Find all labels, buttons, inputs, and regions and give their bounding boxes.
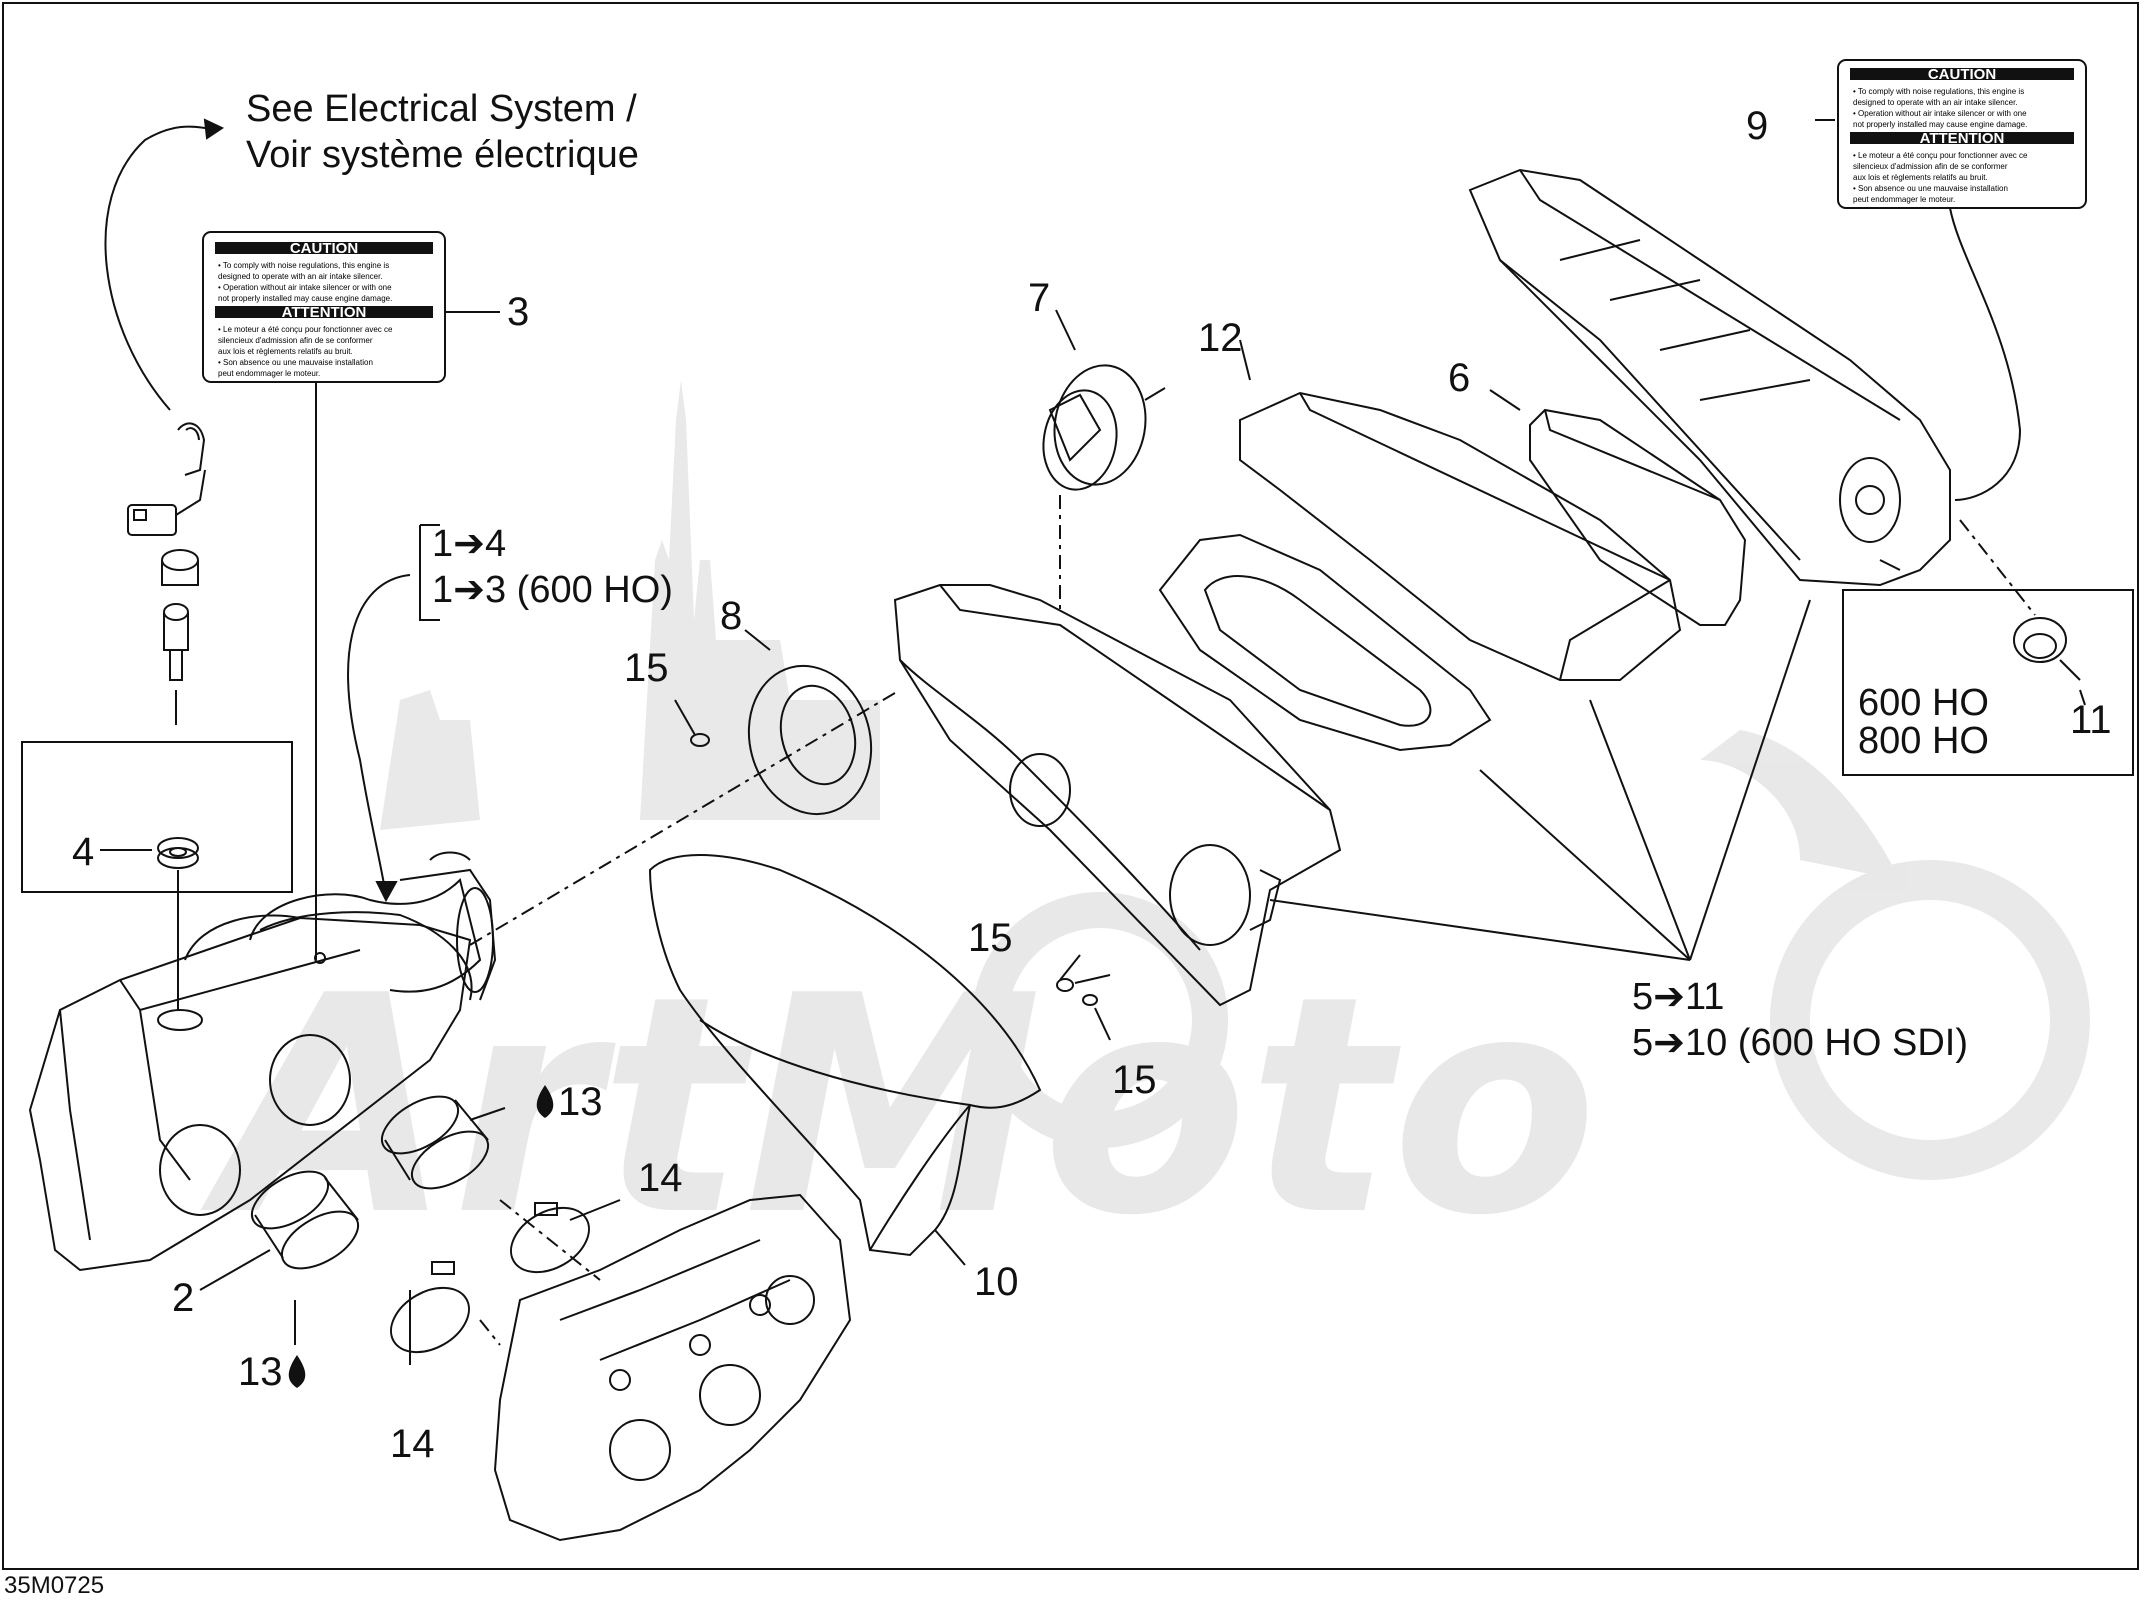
- electrical-note-line1: See Electrical System /: [246, 88, 637, 130]
- svg-text:peut endommager le moteur.: peut endommager le moteur.: [1853, 195, 1955, 204]
- callout-2: 2: [172, 1276, 195, 1320]
- range-note-a: 1➔4 1➔3 (600 HO): [432, 521, 673, 613]
- svg-text:ATTENTION: ATTENTION: [282, 304, 367, 321]
- adapter-7: [1042, 364, 1166, 491]
- svg-text:designed to operate with an ai: designed to operate with an air intake s…: [1853, 98, 2018, 107]
- clamp-lower: [390, 1261, 470, 1354]
- callout-13-lower: 13: [238, 1350, 283, 1394]
- svg-text:not properly installed may cau: not properly installed may cause engine …: [218, 294, 392, 303]
- svg-text:• Son absence ou une mauvaise: • Son absence ou une mauvaise installati…: [218, 358, 373, 367]
- svg-text:aux lois et règlements relatif: aux lois et règlements relatifs au bruit…: [218, 347, 353, 356]
- svg-text:• Le moteur a été conçu pour f: • Le moteur a été conçu pour fonctionner…: [218, 325, 393, 334]
- callout-3: 3: [507, 290, 530, 334]
- lower-cover-10: [648, 854, 1042, 1257]
- electrical-note: See Electrical System / Voir système éle…: [246, 86, 639, 178]
- svg-text:CAUTION: CAUTION: [1928, 66, 1996, 83]
- variant-box: [1842, 589, 2134, 776]
- engine-block: [493, 1193, 852, 1542]
- silencer-base: [28, 851, 497, 1272]
- sealant-drop-icon: [288, 1355, 306, 1388]
- callout-15-bottom: 15: [1112, 1058, 1157, 1102]
- filter-tray: [1158, 533, 1492, 752]
- diagram-frame: [2, 2, 2139, 1570]
- caution-label-9: [1815, 59, 2087, 501]
- range-b2: 5➔10 (600 HO SDI): [1632, 1022, 1968, 1064]
- svg-text:CAUTION: CAUTION: [290, 240, 358, 257]
- item-4-box: [21, 741, 293, 893]
- callout-14-lower: 14: [390, 1422, 435, 1466]
- caution-label-3: [202, 231, 500, 960]
- diagram-lines: [21, 59, 2134, 1542]
- callout-7: 7: [1028, 276, 1051, 320]
- svg-text:• Son absence ou une mauvaise: • Son absence ou une mauvaise installati…: [1853, 184, 2008, 193]
- cap-11: [2013, 617, 2081, 681]
- bolt-15-top: [674, 699, 710, 747]
- electrical-note-line2: Voir système électrique: [246, 134, 639, 176]
- svg-text:• Operation without air intake: • Operation without air intake silencer …: [1853, 109, 2027, 118]
- coupler-upper: [381, 1095, 489, 1190]
- svg-text:not properly installed may cau: not properly installed may cause engine …: [1853, 120, 2027, 129]
- svg-text:aux lois et règlements relatif: aux lois et règlements relatifs au bruit…: [1853, 173, 1988, 182]
- coupler-lower: [251, 1170, 359, 1270]
- range-note-b: 5➔11 5➔10 (600 HO SDI): [1632, 974, 1968, 1066]
- callout-13-upper: 13: [558, 1080, 603, 1124]
- sensor-assembly: [127, 422, 206, 725]
- caution-label-3-content: CAUTION • To comply with noise regulatio…: [215, 240, 433, 378]
- reference-code: 35M0725: [4, 1572, 105, 1599]
- variant-line1: 600 HO: [1858, 682, 1989, 724]
- callout-12: 12: [1198, 316, 1243, 360]
- callout-11: 11: [2070, 698, 2112, 742]
- gasket-8: [747, 664, 873, 816]
- svg-text:• To comply with noise regulat: • To comply with noise regulations, this…: [1853, 87, 2024, 96]
- sealant-drop-icon: [536, 1085, 554, 1118]
- callout-9: 9: [1746, 104, 1769, 148]
- bolt-15-bottom: [1056, 974, 1111, 1006]
- callout-8: 8: [720, 594, 743, 638]
- callout-15-mid: 15: [968, 916, 1013, 960]
- grommet-4: [157, 837, 199, 869]
- clamp-upper: [510, 1202, 590, 1274]
- middle-housing: [893, 584, 1342, 1007]
- svg-text:silencieux d'admission afin de: silencieux d'admission afin de se confor…: [218, 336, 373, 345]
- svg-text:peut endommager le moteur.: peut endommager le moteur.: [218, 369, 320, 378]
- svg-text:• Le moteur a été conçu pour f: • Le moteur a été conçu pour fonctionner…: [1853, 151, 2028, 160]
- watermark: ArtMoto: [197, 380, 2090, 1281]
- svg-text:silencieux d'admission afin de: silencieux d'admission afin de se confor…: [1853, 162, 2008, 171]
- top-cover: [1468, 168, 1951, 587]
- callout-15-top: 15: [624, 646, 669, 690]
- svg-text:• Operation without air intake: • Operation without air intake silencer …: [218, 283, 392, 292]
- callout-14-upper: 14: [638, 1156, 683, 1200]
- callout-4: 4: [72, 830, 95, 874]
- callout-6: 6: [1448, 356, 1471, 400]
- range-a1: 1➔4: [432, 523, 507, 565]
- strip-6: [1529, 408, 1747, 626]
- svg-text:ATTENTION: ATTENTION: [1920, 130, 2005, 147]
- range-b1: 5➔11: [1632, 976, 1725, 1018]
- callout-10: 10: [974, 1260, 1019, 1304]
- svg-text:• To comply with noise regulat: • To comply with noise regulations, this…: [218, 261, 389, 270]
- filter-12: [1239, 391, 1682, 681]
- variant-note: 600 HO 800 HO: [1858, 684, 1989, 760]
- range-a2: 1➔3 (600 HO): [432, 569, 673, 611]
- variant-line2: 800 HO: [1858, 720, 1989, 762]
- caution-label-9-content: CAUTION • To comply with noise regulatio…: [1850, 66, 2074, 204]
- svg-text:designed to operate with an ai: designed to operate with an air intake s…: [218, 272, 383, 281]
